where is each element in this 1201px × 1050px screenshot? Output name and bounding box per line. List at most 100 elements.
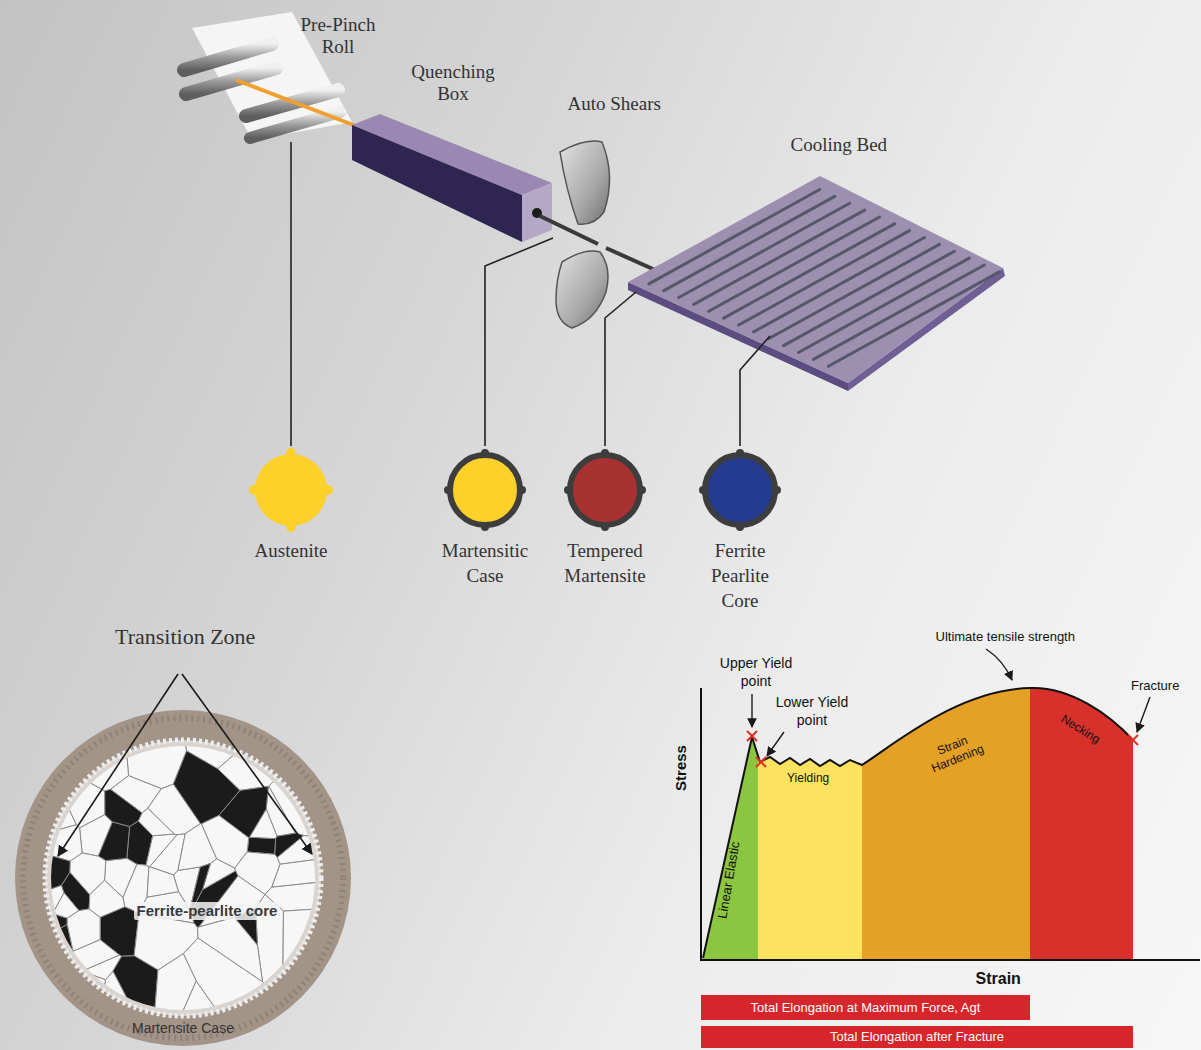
grain	[89, 880, 125, 917]
micrograph-case	[15, 710, 351, 1046]
grain	[146, 834, 177, 867]
phase-disc	[255, 454, 327, 526]
phase-disc	[570, 455, 640, 525]
zone-title: Transition Zone	[115, 624, 255, 650]
elongation-bar: Total Elongation at Maximum Force, Agt	[701, 995, 1030, 1020]
ring-knob	[481, 449, 489, 457]
bed-bar	[649, 189, 820, 283]
ring-knob	[736, 449, 744, 457]
ring-knob	[601, 523, 609, 531]
grain	[173, 751, 239, 824]
micrograph-texture	[23, 718, 343, 1038]
phase-circle: Martensitic Case	[425, 448, 545, 588]
grain	[45, 758, 105, 828]
bed-bar	[813, 265, 984, 359]
axis-label: Strain	[976, 969, 1021, 988]
hot-bar	[236, 80, 356, 126]
ring-knob	[699, 486, 707, 494]
phase-circle: Tempered Martensite	[545, 448, 665, 588]
bed-bar	[694, 210, 865, 304]
phase-name: Ferrite Pearlite Core	[692, 538, 788, 613]
grain	[283, 908, 336, 1031]
phase-name: Martensitic Case	[437, 538, 533, 588]
pointer-arrow	[767, 732, 784, 756]
bed-bar	[679, 203, 850, 297]
leader-line	[605, 292, 636, 446]
ring-knob	[286, 522, 296, 532]
grain	[105, 789, 143, 826]
yield-mark	[747, 731, 757, 741]
elongation-bar: Total Elongation after Fracture	[701, 1026, 1133, 1048]
leader-line	[485, 238, 553, 446]
ring-knob	[323, 485, 333, 495]
shear-label: Auto Shears	[568, 93, 661, 115]
roll-label: Pre-Pinch Roll	[291, 14, 386, 58]
ring-knob	[481, 523, 489, 531]
fracture-mark	[1128, 735, 1138, 745]
yield-mark	[756, 757, 766, 767]
grain	[138, 808, 174, 835]
shear-blade	[556, 251, 608, 328]
phase-symbol	[231, 448, 351, 532]
pointer-arrow	[986, 649, 1012, 680]
bed-bar	[798, 258, 969, 352]
ring-knob	[444, 486, 452, 494]
point-label: Fracture	[1131, 678, 1179, 694]
bed-bar	[709, 217, 880, 311]
hardening-region	[862, 600, 1030, 962]
leader-line	[740, 336, 770, 446]
bar-label: Total Elongation after Fracture	[830, 1026, 1004, 1048]
bed-bar	[769, 244, 940, 338]
ring-knob	[638, 486, 646, 494]
bed-bars	[649, 189, 999, 366]
phase-symbol	[425, 448, 545, 532]
grain	[147, 867, 178, 897]
stress-strain-curve	[703, 688, 1133, 958]
bed-bar	[784, 251, 955, 345]
region-label: Yielding	[787, 771, 829, 785]
case-label: Martensite Case	[132, 1020, 234, 1037]
grain	[30, 744, 76, 830]
grain	[98, 822, 129, 861]
pointer-arrow	[1137, 697, 1150, 732]
grain	[218, 725, 334, 790]
yield-region	[758, 600, 862, 962]
y-axis	[700, 688, 702, 961]
shear-blade	[560, 141, 610, 224]
elastic-region	[700, 600, 758, 962]
bed-label: Cooling Bed	[791, 134, 888, 156]
bed-bar	[739, 231, 910, 325]
pointer-arrow	[751, 694, 752, 727]
ring-knob	[773, 486, 781, 494]
ring-knob	[518, 486, 526, 494]
grain	[153, 954, 196, 1031]
grain	[272, 857, 336, 887]
phase-circle: Ferrite Pearlite Core	[680, 448, 800, 613]
ring-knob	[564, 486, 572, 494]
bed-bar	[828, 272, 999, 366]
grain	[30, 854, 70, 897]
core-label: Ferrite-pearlite core	[134, 902, 281, 920]
phase-disc	[705, 455, 775, 525]
phase-symbol	[545, 448, 665, 532]
grain	[30, 912, 67, 947]
bar-label: Total Elongation at Maximum Force, Agt	[751, 995, 981, 1020]
ring-knob	[286, 448, 296, 458]
ring-knob	[249, 485, 259, 495]
grain	[247, 837, 276, 854]
phase-name: Tempered Martensite	[557, 538, 653, 588]
ring-knob	[736, 523, 744, 531]
grain	[60, 940, 120, 972]
phase-symbol	[680, 448, 800, 532]
pointer-arrow	[182, 674, 312, 854]
point-label: Lower Yield point	[767, 693, 857, 729]
quench-box-end	[522, 183, 552, 242]
axis-label: Stress	[672, 745, 690, 791]
necking-region	[1030, 600, 1134, 962]
bed-bar	[724, 224, 895, 318]
phase-disc	[450, 455, 520, 525]
grain	[235, 852, 280, 894]
bed-bar	[754, 238, 925, 332]
grain	[49, 825, 82, 861]
leader-line	[290, 142, 292, 446]
